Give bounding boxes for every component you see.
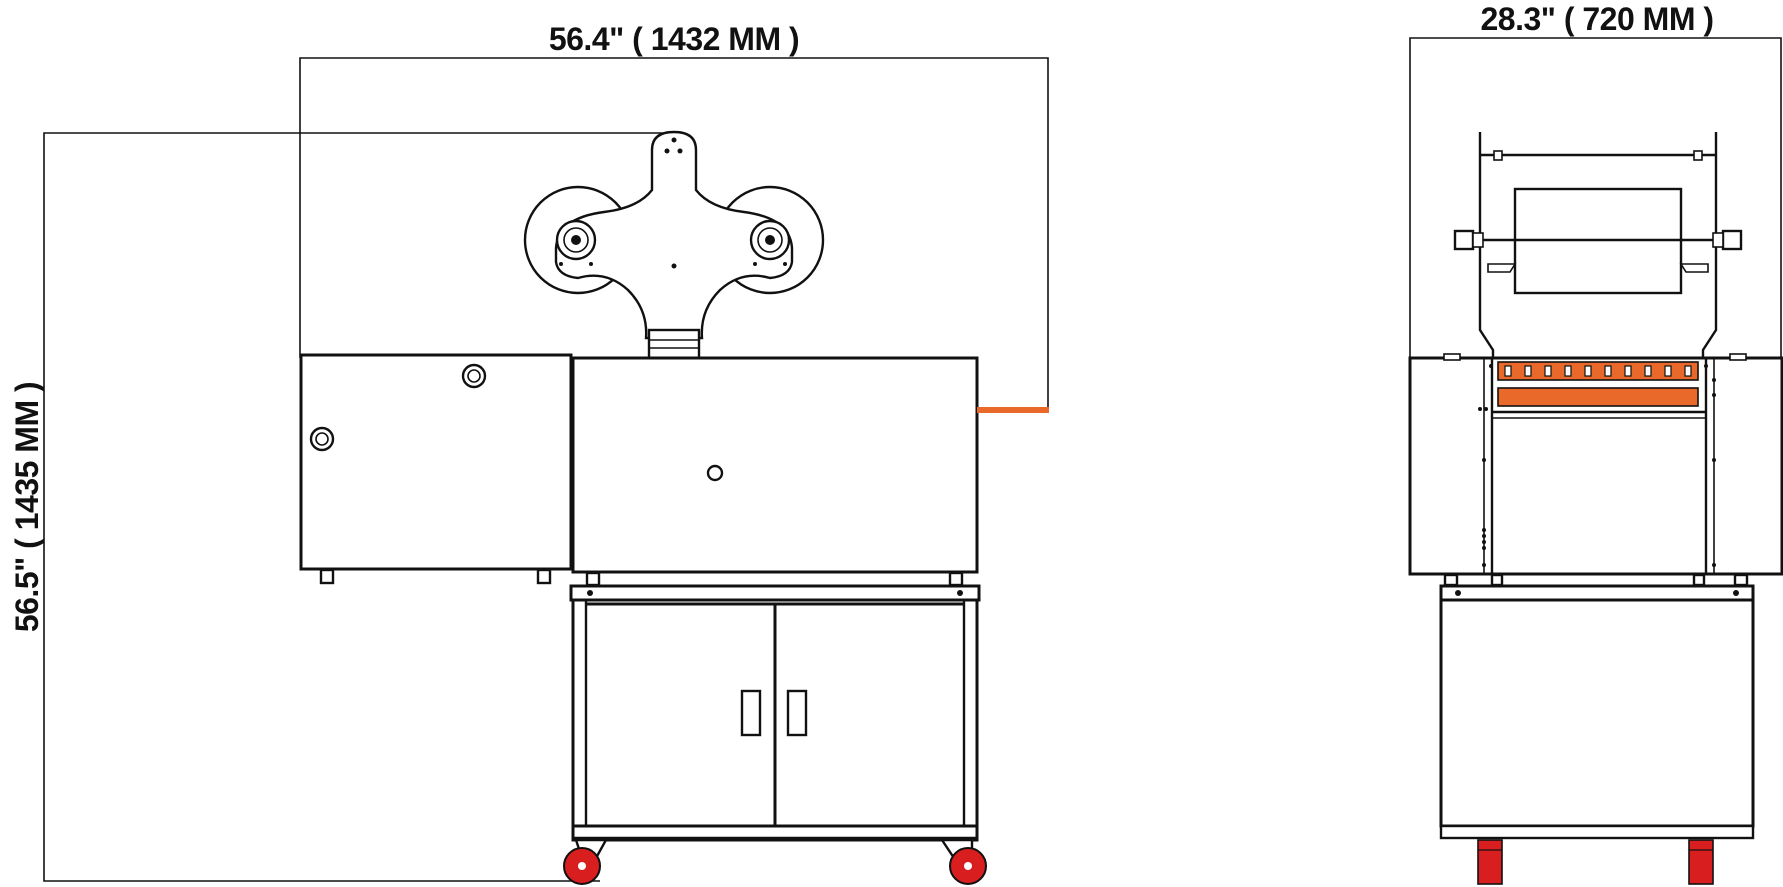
foot [585,571,601,587]
caster-right [939,838,987,885]
film-roll-holder [523,130,825,360]
holder-hole [664,148,670,154]
knob [309,426,335,452]
side-left-cabinet [299,353,573,585]
side-width-dimension-line [299,57,1049,410]
front-view [1408,132,1783,885]
foot [1490,573,1504,587]
foot [1733,573,1749,587]
side-main-body [571,356,1049,587]
holder-plate [554,130,794,340]
door-handle [740,689,762,737]
holder-hole [589,262,593,266]
sealing-bar-lower [1497,387,1699,407]
foot [1692,573,1706,587]
side-width-label: 56.4" ( 1432 MM ) [549,21,799,57]
front-upper-frame [1453,132,1743,358]
dimension-lines [43,37,1782,882]
sealing-slots [1504,365,1692,377]
roller-hub-right [749,219,791,261]
holder-hole [559,262,563,266]
foot [1443,573,1459,587]
knob [461,363,487,389]
foot [319,568,335,585]
side-height-dimension-line [43,132,678,882]
roll-clamp [1721,229,1743,251]
indicator-hole [706,464,724,482]
front-width-label: 28.3" ( 720 MM ) [1480,1,1713,37]
caster-front-right [1688,839,1714,885]
front-main-housing [1408,353,1783,587]
side-view [299,130,1049,885]
roll-clamp [1453,229,1475,251]
front-stand [1439,584,1755,885]
side-height-label: 56.5" ( 1435 MM ) [9,382,45,632]
side-stand [563,584,987,885]
holder-neck [647,328,701,360]
holder-hole [671,263,677,269]
caster-front-left [1477,839,1503,885]
holder-hole [671,137,677,143]
caster-left [563,838,609,885]
holder-hole [783,262,787,266]
roller-hub-left [555,219,597,261]
foot [948,571,964,587]
door-handle [786,689,808,737]
foot [536,568,552,585]
holder-hole [677,148,683,154]
holder-hole [753,262,757,266]
front-width-dimension-line [1409,37,1782,358]
